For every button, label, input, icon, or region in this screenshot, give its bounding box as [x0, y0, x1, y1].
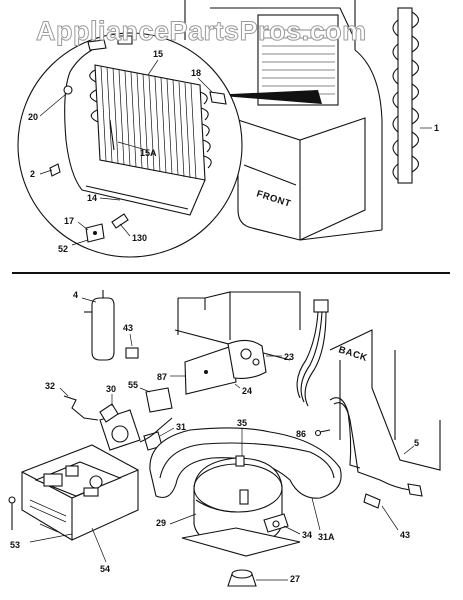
evaporator-detail-circle — [17, 32, 243, 258]
callout-15: 15 — [153, 49, 163, 59]
callout-14: 14 — [87, 193, 97, 203]
callout-35: 35 — [237, 418, 247, 428]
callout-15a: 15A — [140, 148, 157, 158]
process-tube — [63, 395, 99, 421]
callout-87: 87 — [157, 372, 167, 382]
part-43-upper — [125, 347, 139, 359]
start-relay-assembly — [99, 387, 175, 451]
callout-18: 18 — [191, 68, 201, 78]
compressor-grommet — [227, 569, 288, 587]
callout-53: 53 — [10, 540, 20, 550]
watermark: AppliancePartsPros.com — [36, 16, 367, 46]
refrigerator-cabinet — [184, 0, 383, 241]
cabinet-back-structure — [174, 291, 441, 471]
screw-86 — [314, 429, 331, 437]
callout-4: 4 — [73, 290, 78, 300]
callout-2: 2 — [30, 169, 35, 179]
callout-43-lower: 43 — [400, 530, 410, 540]
callout-5: 5 — [414, 438, 419, 448]
callout-29: 29 — [156, 518, 166, 528]
callout-130: 130 — [132, 233, 147, 243]
callout-17: 17 — [64, 216, 74, 226]
callout-43-upper: 43 — [123, 323, 133, 333]
compressor-heat-loop — [149, 427, 342, 531]
condenser-coil — [392, 7, 432, 184]
callout-27: 27 — [290, 574, 300, 584]
callout-31a: 31A — [318, 532, 335, 542]
callout-34: 34 — [302, 530, 312, 540]
callout-32: 32 — [45, 381, 55, 391]
callout-20: 20 — [28, 112, 38, 122]
callout-54: 54 — [100, 564, 110, 574]
callout-31: 31 — [176, 422, 186, 432]
callout-24: 24 — [242, 386, 252, 396]
compressor — [169, 428, 301, 557]
callout-52: 52 — [58, 244, 68, 254]
wire-harness — [296, 299, 423, 531]
callout-23: 23 — [284, 352, 294, 362]
callout-1: 1 — [434, 123, 439, 133]
relay-and-bracket — [170, 339, 282, 395]
callout-30: 30 — [106, 384, 116, 394]
label-back: BACK — [337, 344, 369, 364]
callout-86: 86 — [296, 429, 306, 439]
control-board — [8, 444, 139, 563]
label-front: FRONT — [255, 188, 292, 209]
callout-55: 55 — [128, 380, 138, 390]
filter-drier — [81, 290, 115, 361]
